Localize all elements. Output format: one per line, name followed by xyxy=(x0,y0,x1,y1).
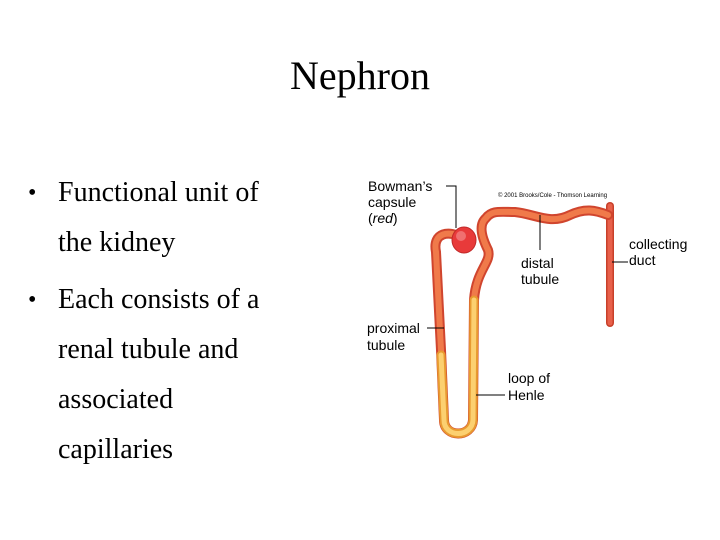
bullet-line: renal tubule and xyxy=(58,334,239,365)
bullet-line: Each consists of a xyxy=(58,284,260,315)
slide-title: Nephron xyxy=(290,53,430,98)
leader-lines xyxy=(427,185,628,396)
bullet-line: capillaries xyxy=(58,434,174,465)
bullet-item: • Functional unit of the kidney xyxy=(28,168,259,268)
bullet-icon: • xyxy=(28,180,37,206)
bullet-item: • Each consists of a renal tubule and as… xyxy=(28,275,259,475)
bullet-icon: • xyxy=(28,287,37,313)
bullet-line: Functional unit of xyxy=(58,177,259,208)
label-bowmans-capsule: Bowman’s capsule (red) xyxy=(368,178,436,226)
bullet-line: the kidney xyxy=(58,227,176,258)
copyright-text: © 2001 Brooks/Cole - Thomson Learning xyxy=(498,192,607,199)
bullet-list: • Functional unit of the kidney • Each c… xyxy=(28,168,259,482)
bullet-line: associated xyxy=(58,384,174,415)
